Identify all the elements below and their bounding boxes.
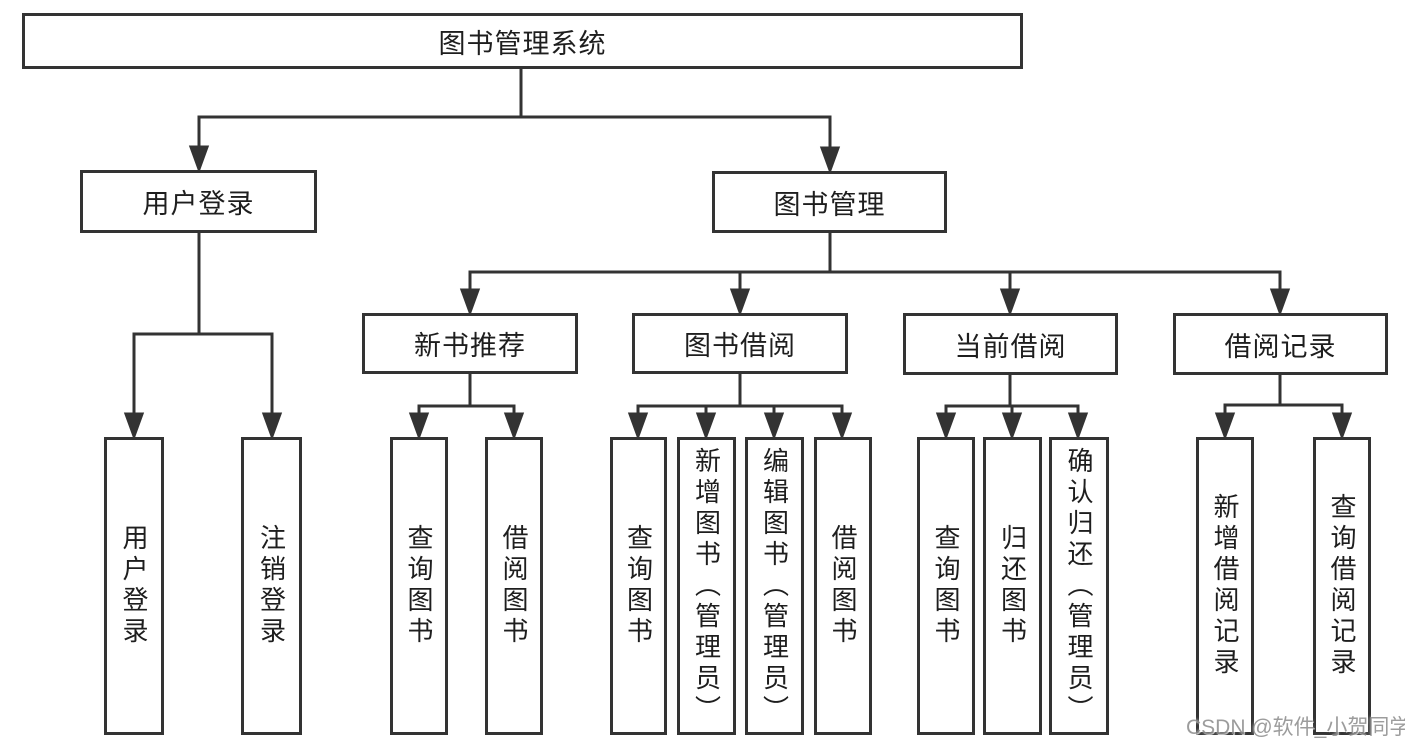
arrow-down-icon [1214,412,1236,441]
node-library-management-system: 图书管理系统 [22,13,1023,69]
node-label: 编辑图书（管理员） [759,446,790,726]
connector-current-borrow-to-leaves [935,375,1089,441]
node-label: 查询图书 [404,524,434,648]
arrow-down-icon [695,412,717,441]
node-label: 用户登录 [142,189,255,219]
leaf-borrow-books: 借阅图书 [814,437,872,735]
arrow-down-icon [627,412,649,441]
node-label: 用户登录 [119,524,149,648]
arrow-down-icon [819,146,841,175]
node-user-login: 用户登录 [80,170,317,233]
arrow-down-icon [935,412,957,441]
leaf-confirm-return-admin: 确认归还（管理员） [1049,437,1109,735]
arrow-down-icon [729,288,751,317]
arrow-down-icon [1067,412,1089,441]
arrow-down-icon [459,288,481,317]
node-book-management: 图书管理 [712,171,947,233]
leaf-logout: 注销登录 [241,437,302,735]
node-label: 注销登录 [256,524,287,648]
leaf-query-borrow-record: 查询借阅记录 [1313,437,1371,735]
leaf-add-borrow-record: 新增借阅记录 [1196,437,1254,735]
leaf-borrow-books-rec: 借阅图书 [485,437,543,735]
arrow-down-icon [999,288,1021,317]
connector-root-to-level2 [188,68,841,175]
node-label: 借阅记录 [1224,331,1337,362]
node-label: 新书推荐 [414,331,526,361]
connector-book-borrow-to-leaves [627,374,853,441]
node-label: 归还图书 [997,524,1028,648]
node-label: 图书借阅 [684,331,796,361]
node-label: 当前借阅 [954,331,1067,362]
node-label: 图书管理系统 [438,28,607,59]
node-label: 借阅图书 [499,524,529,648]
arrow-down-icon [1269,288,1291,317]
node-label: 借阅图书 [828,524,858,648]
leaf-query-books-current: 查询图书 [917,437,975,735]
arrow-down-icon [831,412,853,441]
arrow-down-icon [188,145,210,174]
node-label: 查询图书 [931,524,961,648]
node-new-book-recommend: 新书推荐 [362,313,578,374]
connector-book-management-to-level3 [459,232,1291,317]
leaf-user-login: 用户登录 [104,437,164,735]
arrow-down-icon [1331,412,1353,441]
node-borrowing-records: 借阅记录 [1173,313,1388,375]
leaf-edit-book-admin: 编辑图书（管理员） [745,437,804,735]
node-label: 新增图书（管理员） [691,446,722,726]
csdn-watermark: CSDN @软件_小贺同学 [1186,716,1405,739]
node-label: 图书管理 [773,189,886,220]
node-label: 确认归还（管理员） [1064,446,1094,726]
leaf-query-books-rec: 查询图书 [390,437,448,735]
node-label: 新增借阅记录 [1210,493,1240,679]
node-book-borrowing: 图书借阅 [632,313,848,374]
arrow-down-icon [261,412,283,441]
connector-new-book-rec-to-leaves [408,374,525,441]
connector-borrow-records-to-leaves [1214,375,1353,441]
arrow-down-icon [123,412,145,441]
arrow-down-icon [1001,412,1023,441]
arrow-down-icon [763,412,785,441]
connector-user-login-to-leaves [123,232,283,441]
leaf-return-books: 归还图书 [983,437,1042,735]
leaf-query-books-borrow: 查询图书 [610,437,667,735]
leaf-add-book-admin: 新增图书（管理员） [677,437,736,735]
node-current-borrowing: 当前借阅 [903,313,1118,375]
arrow-down-icon [408,412,430,441]
node-label: 查询图书 [623,524,654,648]
arrow-down-icon [503,412,525,441]
node-label: 查询借阅记录 [1327,493,1357,679]
